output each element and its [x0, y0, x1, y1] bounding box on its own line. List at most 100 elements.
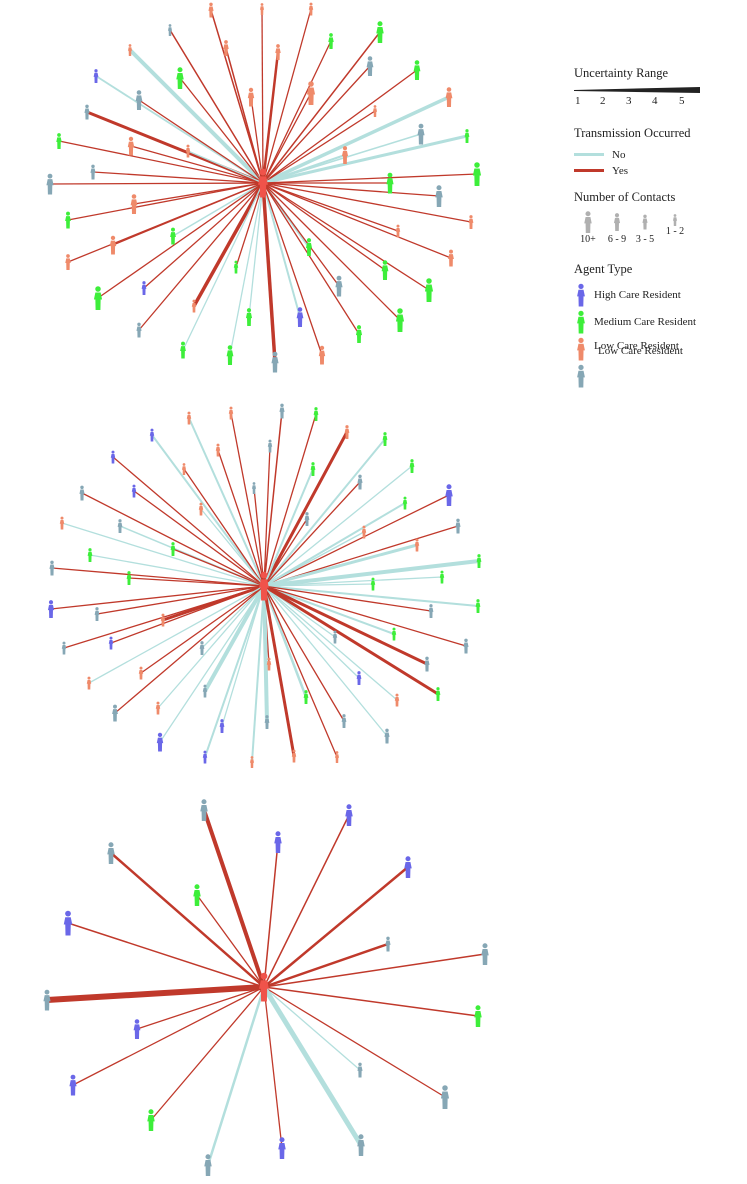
person-icon — [672, 214, 678, 226]
person-icon — [332, 630, 338, 644]
person-icon — [464, 129, 470, 143]
no-transmission-edge — [151, 434, 265, 587]
uncertainty-tick: 3 — [626, 95, 632, 107]
person-icon — [305, 238, 313, 256]
person-icon — [274, 831, 282, 853]
no-transmission-edge — [61, 522, 265, 587]
person-icon — [428, 604, 434, 618]
contacts-label: 6 - 9 — [607, 234, 627, 245]
transmission-edge — [263, 585, 432, 612]
no-transmission-edge — [204, 585, 265, 758]
transmission-edge — [262, 182, 401, 321]
person-icon — [180, 341, 186, 359]
person-icon — [613, 213, 621, 231]
person-icon — [130, 194, 138, 214]
person-icon — [198, 502, 204, 516]
network-2-agents — [47, 403, 482, 768]
person-icon — [138, 666, 144, 680]
person-icon — [445, 484, 453, 506]
transmission-edge — [263, 518, 308, 587]
transmission-edge — [253, 487, 265, 587]
person-icon — [156, 732, 164, 752]
person-icon — [306, 81, 316, 105]
index-case-icon — [258, 168, 268, 198]
legend-transmission-yes: Yes — [574, 163, 691, 179]
transmission-edge — [196, 894, 265, 988]
transmission-edge — [263, 413, 317, 587]
person-icon — [402, 496, 408, 510]
person-icon — [577, 337, 585, 360]
person-icon — [191, 299, 197, 313]
person-icon — [413, 60, 421, 80]
person-icon — [160, 613, 166, 627]
person-icon — [476, 554, 482, 568]
no-transmission-edge — [263, 468, 314, 587]
no-transmission-edge — [251, 585, 265, 763]
person-icon — [278, 1137, 286, 1159]
person-icon — [435, 185, 443, 207]
person-icon — [110, 450, 116, 464]
transmission-edge — [169, 29, 264, 184]
transmission-edge — [263, 841, 279, 988]
contacts-label: 3 - 5 — [635, 234, 655, 245]
no-transmission-edge — [263, 502, 406, 587]
contacts-label: 1 - 2 — [665, 226, 685, 237]
person-icon — [577, 310, 585, 333]
network-2-edges — [50, 410, 480, 763]
person-icon — [481, 943, 489, 965]
person-icon — [204, 1154, 212, 1176]
person-icon — [170, 542, 176, 556]
person-icon — [181, 463, 187, 475]
person-icon — [577, 337, 585, 360]
person-icon — [136, 322, 142, 338]
no-transmission-edge — [262, 154, 346, 184]
person-icon — [149, 428, 155, 442]
person-icon — [264, 715, 270, 729]
person-icon — [135, 90, 143, 110]
uncertainty-tick: 4 — [652, 95, 658, 107]
person-icon — [395, 308, 405, 332]
legend-uncertainty-title: Uncertainty Range — [574, 66, 669, 80]
uncertainty-tick: 5 — [679, 95, 685, 107]
transmission-edge — [58, 140, 264, 184]
transmission-edge — [50, 585, 265, 610]
person-icon — [126, 571, 132, 585]
transmission-edge — [72, 986, 265, 1086]
transmission-edge — [261, 182, 277, 363]
no-transmission-edge — [263, 543, 418, 588]
no-transmission-edge — [188, 417, 265, 587]
person-icon — [185, 144, 191, 158]
contacts-size-1-2: 1 - 2 — [657, 211, 693, 237]
person-icon — [672, 214, 678, 226]
person-icon — [440, 1085, 450, 1109]
person-icon — [577, 310, 585, 333]
person-icon — [439, 570, 445, 584]
transmission-edge — [262, 31, 381, 184]
person-icon — [313, 407, 319, 421]
person-icon — [112, 704, 118, 722]
transmission-edge — [67, 182, 264, 221]
transmission-edge — [262, 69, 418, 184]
person-icon — [577, 364, 585, 387]
transmission-edge — [67, 922, 265, 988]
uncertainty-tick: 2 — [600, 95, 606, 107]
person-icon — [186, 411, 192, 425]
transmission-edge — [261, 8, 264, 184]
transmission-edge — [92, 171, 264, 184]
transmission-edge — [110, 585, 265, 644]
transmission-edge — [67, 182, 264, 263]
person-icon — [334, 751, 340, 763]
index-case-icon — [259, 972, 269, 1002]
person-icon — [202, 750, 208, 764]
person-icon — [65, 211, 71, 229]
person-icon — [642, 214, 648, 230]
transmission-edge — [133, 490, 265, 587]
person-icon — [245, 308, 253, 326]
person-icon — [414, 538, 420, 552]
person-icon — [219, 719, 225, 733]
no-transmission-edge — [263, 585, 395, 635]
transmission-edge — [140, 585, 265, 674]
legend-transmission-yes-label: Yes — [612, 165, 629, 177]
person-icon — [61, 641, 67, 655]
transmission-edge — [192, 182, 265, 307]
